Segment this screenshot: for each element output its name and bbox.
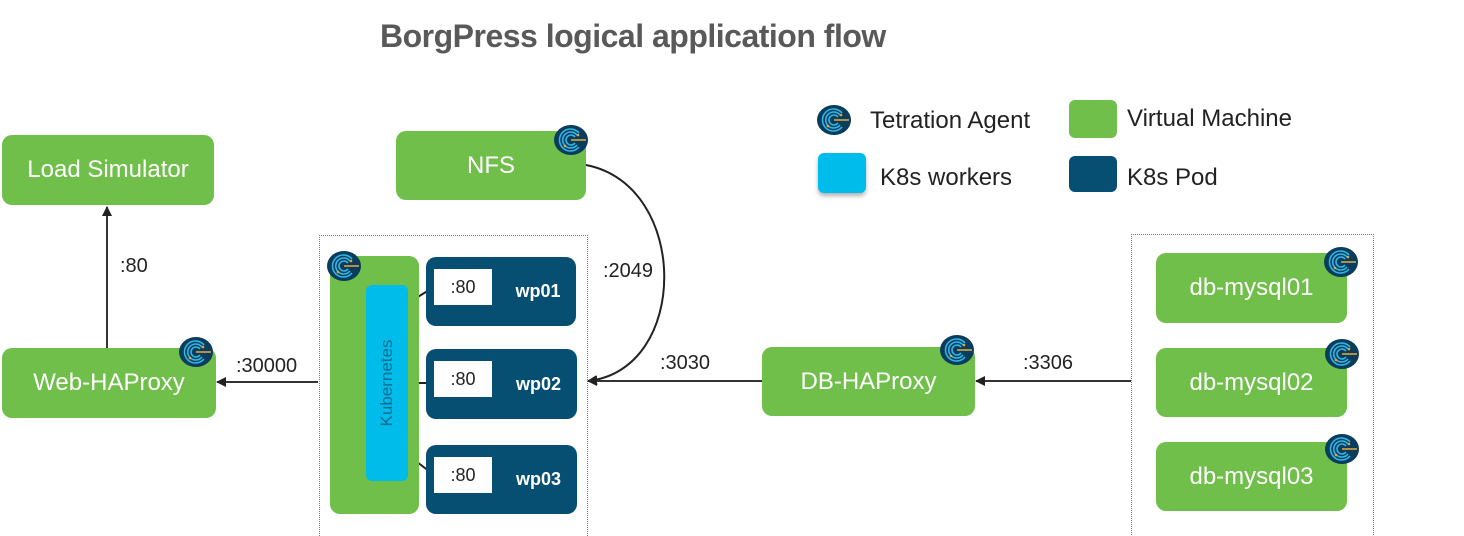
- db-haproxy-node[interactable]: DB-HAProxy: [762, 347, 975, 416]
- edge-label-web-to-load: :80: [120, 255, 148, 277]
- pod-wp03[interactable]: :80 wp03: [426, 445, 577, 514]
- legend-vm-label: Virtual Machine: [1127, 105, 1292, 132]
- pod-name: wp03: [515, 469, 562, 489]
- db-mysql01-node[interactable]: db-mysql01: [1156, 253, 1347, 323]
- pod-wp01[interactable]: :80 wp01: [426, 257, 576, 326]
- load-simulator-node[interactable]: Load Simulator: [2, 135, 214, 205]
- kubernetes-worker[interactable]: Kubernetes: [366, 285, 408, 481]
- pod-port: :80: [434, 457, 492, 493]
- edge-nfs-to-k8s: [585, 164, 666, 385]
- edge-label-dbhaproxy: :3030: [660, 352, 711, 374]
- web-haproxy-node[interactable]: Web-HAProxy: [2, 348, 216, 418]
- kubernetes-label: Kubernetes: [377, 339, 396, 427]
- edge-label-db: :3306: [1023, 352, 1074, 374]
- tetration-agent-icon: [939, 334, 975, 366]
- legend-pod-swatch: [1069, 156, 1117, 192]
- edge-label-nfs: :2049: [603, 260, 654, 282]
- legend-vm-swatch: [1069, 100, 1117, 138]
- tetration-agent-icon: [178, 336, 214, 368]
- pod-port: :80: [434, 361, 492, 397]
- tetration-agent-icon: [553, 124, 589, 156]
- db-cluster-boundary: [1131, 234, 1374, 535]
- db-mysql03-node[interactable]: db-mysql03: [1156, 442, 1347, 511]
- tetration-agent-icon: [326, 250, 362, 282]
- pod-name: wp01: [515, 281, 561, 301]
- legend-pod-label: K8s Pod: [1127, 164, 1218, 191]
- tetration-agent-icon: [1323, 246, 1359, 278]
- db-mysql02-node[interactable]: db-mysql02: [1156, 348, 1347, 417]
- legend-agent-label: Tetration Agent: [870, 107, 1031, 134]
- pod-port: :80: [434, 269, 492, 305]
- edge-label-k8s-to-web: :30000: [236, 355, 298, 377]
- legend-workers-label: K8s workers: [880, 164, 1013, 191]
- legend-workers-swatch: [818, 153, 866, 193]
- diagram-title: BorgPress logical application flow: [380, 18, 886, 54]
- pod-wp02[interactable]: :80 wp02: [426, 349, 577, 419]
- tetration-agent-icon: [1324, 433, 1360, 465]
- pod-name: wp02: [515, 373, 562, 394]
- tetration-agent-icon: [1324, 338, 1360, 370]
